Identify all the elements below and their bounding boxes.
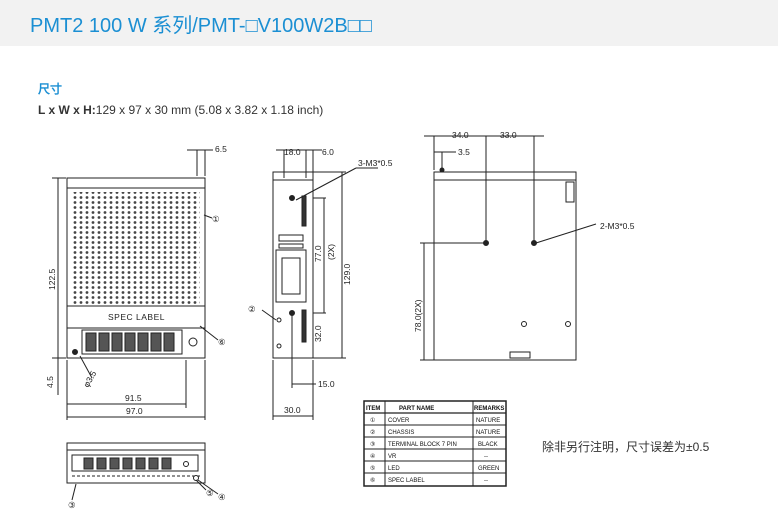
dimensions-line: L x W x H:129 x 97 x 30 mm (5.08 x 3.82 … (38, 103, 323, 117)
dimensions-label: L x W x H: (38, 103, 96, 117)
dim-18: 18.0 (284, 147, 301, 157)
table-header-remarks: REMARKS (474, 406, 504, 412)
dim-6-5: 6.5 (215, 144, 227, 154)
side-view (261, 149, 378, 420)
table-row-name: SPEC LABEL (388, 478, 425, 484)
dim-33: 33.0 (500, 130, 517, 140)
table-row-name: LED (388, 466, 400, 472)
table-row-remark: -- (484, 478, 488, 484)
table-row-remark: NATURE (476, 418, 500, 424)
dim-91-5: 91.5 (125, 393, 142, 403)
table-row-name: VR (388, 454, 397, 460)
tolerance-note: 除非另行注明，尺寸误差为±0.5 (542, 440, 710, 454)
callout-6: ⑥ (218, 337, 226, 347)
table-row-name: TERMINAL BLOCK 7 PIN (388, 442, 457, 448)
callout-3: ③ (68, 500, 76, 510)
dim-2x: (2X) (326, 244, 336, 260)
callout-4: ④ (218, 492, 226, 502)
bottom-view (66, 442, 219, 501)
table-row-name: COVER (388, 418, 410, 424)
table-row-remark: BLACK (478, 442, 498, 448)
header-bar: PMT2 100 W 系列/PMT-□V100W2B□□ (0, 0, 778, 46)
callout-5: ⑤ (206, 488, 214, 498)
dim-phi-3-5: φ3.5 (81, 369, 98, 389)
table-row-remark: NATURE (476, 430, 500, 436)
table-row-item: ⑤ (370, 465, 375, 472)
table-header-item: ITEM (366, 406, 380, 412)
front-terminals (85, 332, 175, 352)
dim-77: 77.0 (313, 245, 323, 262)
screw-label-side: 3-M3*0.5 (358, 158, 393, 168)
table-row-remark: GREEN (478, 466, 499, 472)
table-row-name: CHASSIS (388, 430, 414, 436)
dim-78: 78.0(2X) (413, 299, 423, 332)
rear-view (420, 135, 597, 361)
parts-table (363, 400, 507, 487)
spec-label-text: SPEC LABEL (108, 312, 165, 322)
table-row-remark: -- (484, 454, 488, 460)
dim-34: 34.0 (452, 130, 469, 140)
dim-129: 129.0 (342, 263, 352, 285)
dim-3-5: 3.5 (458, 147, 470, 157)
dim-30: 30.0 (284, 405, 301, 415)
table-row-item: ① (370, 417, 375, 424)
front-view (52, 149, 213, 420)
table-row-item: ④ (370, 453, 375, 460)
callout-1: ① (212, 214, 220, 224)
table-row-item: ③ (370, 441, 375, 448)
table-row-item: ⑥ (370, 477, 375, 484)
bottom-terminals (83, 457, 172, 470)
dimensions-value: 129 x 97 x 30 mm (5.08 x 3.82 x 1.18 inc… (95, 103, 324, 117)
dim-32: 32.0 (313, 325, 323, 342)
page-title: PMT2 100 W 系列/PMT-□V100W2B□□ (30, 15, 372, 37)
section-title: 尺寸 (38, 82, 63, 96)
dim-97: 97.0 (126, 406, 143, 416)
callout-2: ② (248, 304, 256, 314)
table-row-item: ② (370, 429, 375, 436)
dim-15: 15.0 (318, 379, 335, 389)
dim-6: 6.0 (322, 147, 334, 157)
dim-4-5: 4.5 (45, 376, 55, 388)
screw-label-rear: 2-M3*0.5 (600, 221, 635, 231)
table-header-part-name: PART NAME (399, 406, 434, 412)
dim-122-5: 122.5 (47, 268, 57, 290)
